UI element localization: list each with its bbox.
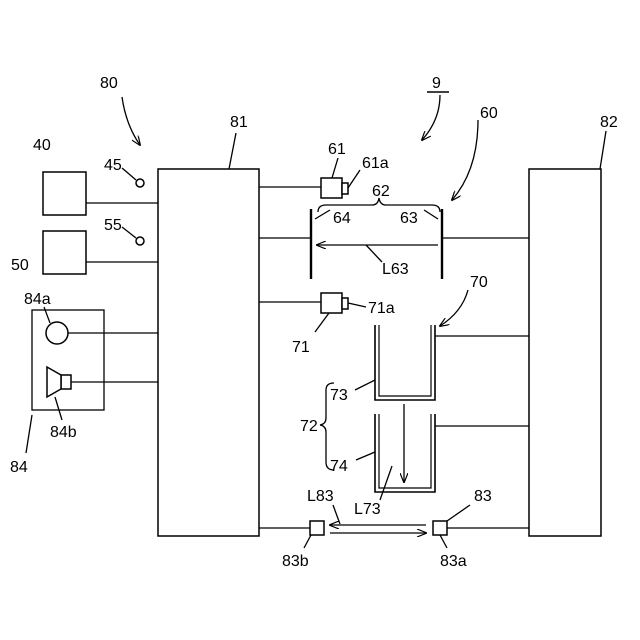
terminal-55	[136, 237, 144, 245]
label-80: 80	[100, 75, 118, 92]
label-55: 55	[104, 217, 122, 234]
label-72: 72	[300, 418, 318, 435]
arrow-80	[122, 97, 140, 145]
box-50	[43, 231, 86, 274]
label-L63: L63	[382, 261, 409, 278]
label-63: 63	[400, 210, 418, 227]
arrow-60	[452, 120, 478, 200]
block-82	[529, 169, 601, 536]
camera-61	[321, 178, 348, 198]
label-84b: 84b	[50, 424, 77, 441]
label-74: 74	[330, 458, 348, 475]
label-70: 70	[470, 274, 488, 291]
label-84: 84	[10, 459, 28, 476]
label-L83: L83	[307, 488, 334, 505]
label-61: 61	[328, 141, 346, 158]
sensor-83a	[433, 521, 447, 535]
controller-81	[158, 169, 259, 536]
label-83a: 83a	[440, 553, 467, 570]
label-fig-9: 9	[432, 75, 441, 92]
label-60: 60	[480, 105, 498, 122]
container-74	[375, 414, 435, 492]
label-L73: L73	[354, 501, 381, 518]
label-73: 73	[330, 387, 348, 404]
terminal-45	[136, 179, 144, 187]
camera-71	[321, 293, 348, 313]
label-61a: 61a	[362, 155, 389, 172]
box-40	[43, 172, 86, 215]
label-83b: 83b	[282, 553, 309, 570]
label-71a: 71a	[368, 300, 395, 317]
arrow-70	[440, 290, 468, 326]
label-64: 64	[333, 210, 351, 227]
label-40: 40	[33, 137, 51, 154]
container-73	[375, 325, 435, 400]
arrow-9	[422, 95, 440, 140]
speaker-84b	[47, 367, 71, 397]
label-81: 81	[230, 114, 248, 131]
label-83: 83	[474, 488, 492, 505]
label-45: 45	[104, 157, 122, 174]
unit-84	[32, 310, 104, 410]
label-84a: 84a	[24, 291, 51, 308]
label-50: 50	[11, 257, 29, 274]
label-62: 62	[372, 183, 390, 200]
label-71: 71	[292, 339, 310, 356]
lamp-84a	[46, 322, 68, 344]
label-82: 82	[600, 114, 618, 131]
sensor-83b	[310, 521, 324, 535]
